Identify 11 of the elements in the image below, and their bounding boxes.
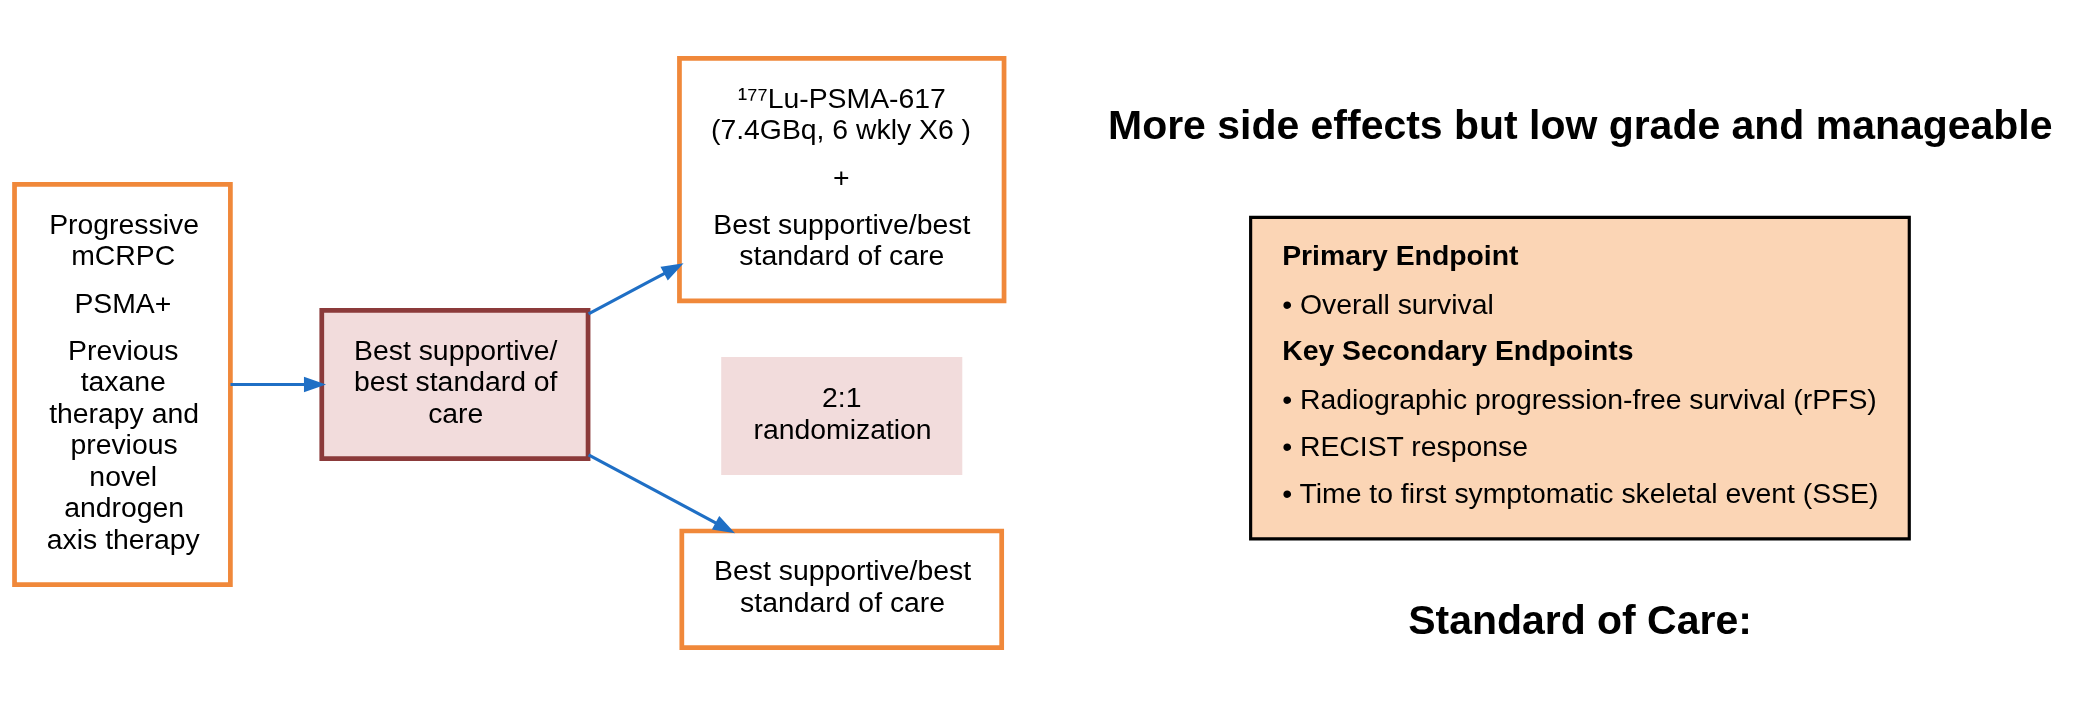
node-box: ¹⁷⁷Lu-PSMA-617 (7.4GBq, 6 wkly X6 ) + Best supportive/best standard of care	[677, 55, 1007, 304]
arrow	[587, 453, 735, 534]
node-box: Primary Endpoint • Overall survival Key Secondary Endpoints • Radiographic progression-free survival (rPFS) • RECIST response • Time to first symptomatic skeletal event (SSE)	[1249, 215, 1911, 541]
node-box: 2:1 randomization	[721, 356, 963, 476]
label: More side effects but low grade and manageable	[1108, 102, 2053, 149]
node-box: Progressive mCRPC PSMA+ Previous taxane therapy and previous novel androgen axis therapy	[12, 182, 233, 587]
node-box: Best supportive/best standard of care	[679, 528, 1005, 650]
node-box: Best supportive/ best standard of care	[319, 308, 591, 461]
arrow	[230, 376, 327, 393]
label: Standard of Care:	[1408, 596, 1752, 643]
arrow	[587, 263, 684, 316]
